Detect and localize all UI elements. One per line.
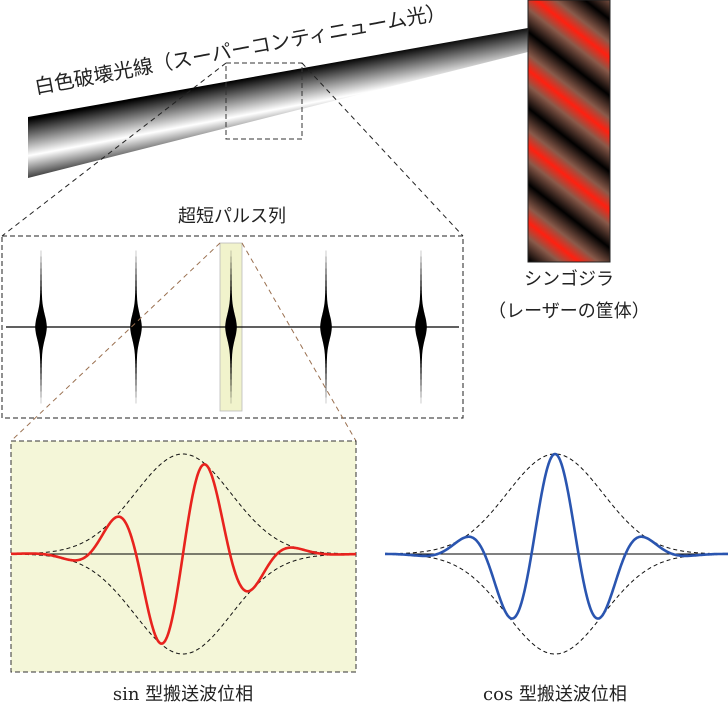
laser-label-line1: シンゴジラ xyxy=(524,269,614,290)
pulse-train-label: 超短パルス列 xyxy=(178,206,286,227)
cos-envelope-lower xyxy=(385,553,728,655)
sin-envelope-upper xyxy=(11,453,356,555)
cos-envelope-upper xyxy=(385,453,728,555)
pulse xyxy=(320,327,332,407)
pulse xyxy=(415,247,427,327)
pulse-guide-left xyxy=(10,242,221,442)
pulse xyxy=(130,327,142,407)
laser-housing xyxy=(527,0,611,263)
pulse xyxy=(35,327,47,407)
pulse xyxy=(320,247,332,327)
pulse-train-box xyxy=(1,235,464,419)
laser-label-line2: （レーザーの筐体） xyxy=(488,301,650,322)
sin-carrier-wave xyxy=(10,463,356,645)
zoom-guide-left xyxy=(1,62,227,237)
pulse xyxy=(225,327,237,407)
sin-label: sin 型搬送波位相 xyxy=(113,684,253,705)
cos-carrier-wave xyxy=(385,452,728,620)
beam-zoom-box xyxy=(225,62,303,140)
pulse xyxy=(225,247,237,327)
pulse xyxy=(415,327,427,407)
pulse-guide-right xyxy=(241,242,357,442)
pulse xyxy=(130,247,142,327)
pulse xyxy=(35,247,47,327)
supercontinuum-beam xyxy=(28,28,528,178)
zoom-guide-right xyxy=(301,62,464,237)
cos-label: cos 型搬送波位相 xyxy=(483,684,627,705)
